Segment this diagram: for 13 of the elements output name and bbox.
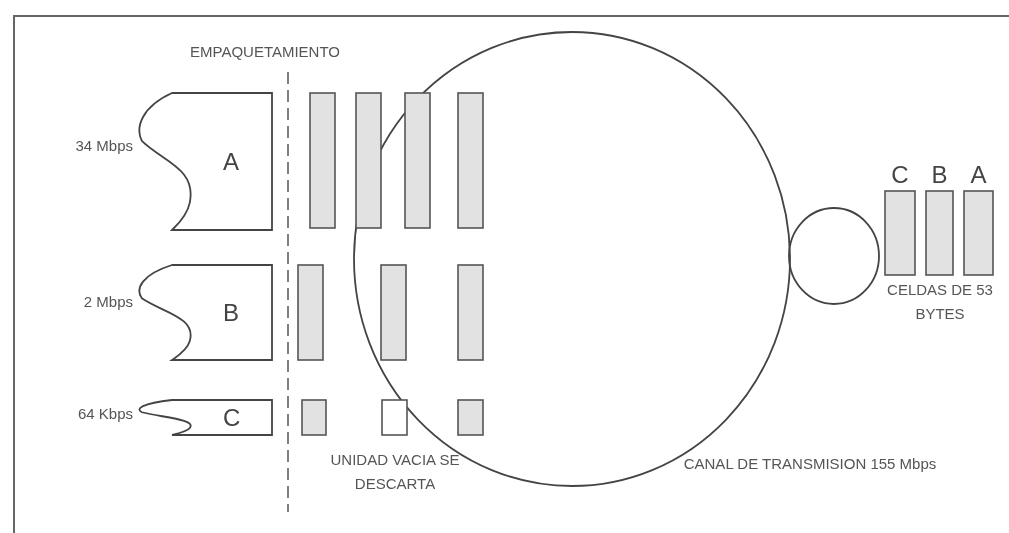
bitrate-label: 34 Mbps — [75, 136, 133, 154]
channel-label: CANAL DE TRANSMISION 155 Mbps — [682, 454, 938, 474]
bitrate-label: 2 Mbps — [83, 292, 133, 310]
cell-size-label: CELDAS DE 53 BYTES — [886, 280, 994, 324]
cell-letter: A — [969, 163, 988, 187]
source-letter: B — [223, 300, 239, 325]
bitrate-label: 64 Kbps — [77, 404, 133, 422]
cell-letter: B — [930, 163, 949, 187]
source-letter: A — [223, 149, 239, 174]
note-text: UNIDAD VACIA SE DESCARTA — [330, 450, 460, 494]
cell-letter: C — [890, 163, 910, 187]
source-letter: C — [223, 405, 241, 430]
section-title: EMPAQUETAMIENTO — [189, 42, 341, 62]
